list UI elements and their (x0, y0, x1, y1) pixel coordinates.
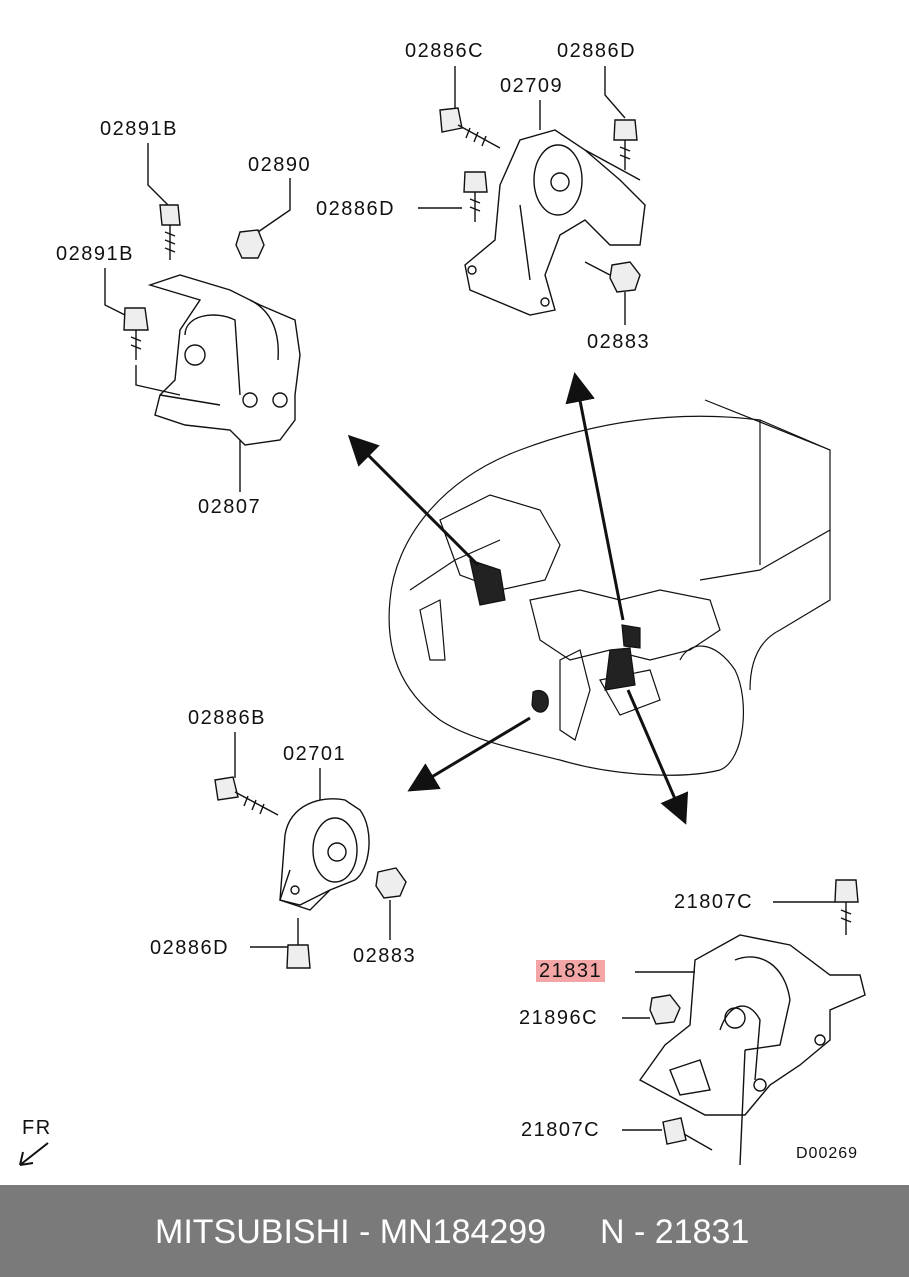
part-label-02890: 02890 (248, 154, 312, 176)
bolt-21807C-a (834, 879, 859, 935)
part-label-02891B-a: 02891B (100, 118, 178, 140)
footer-bar: MITSUBISHI - MN184299 N - 21831 (0, 1185, 909, 1277)
part-label-02807: 02807 (198, 496, 262, 518)
nut-02883-top (609, 261, 641, 293)
part-label-02701: 02701 (283, 743, 347, 765)
bolt-02886C (439, 107, 501, 149)
leader-arrows (347, 372, 689, 825)
bolt-02891B-a (159, 204, 181, 260)
part-label-02886D-mid: 02886D (316, 198, 396, 220)
part-label-02886D-bot: 02886D (150, 937, 230, 959)
front-direction-arrow (19, 1142, 49, 1166)
nut-02890 (235, 229, 265, 259)
diagram-code: D00269 (796, 1145, 859, 1162)
bolt-02886D-top (613, 119, 638, 170)
direction-label: FR (22, 1117, 52, 1139)
mount-02701-drawing (214, 732, 407, 969)
mount-02709-drawing (418, 66, 646, 325)
part-label-21831-highlighted: 21831 (536, 960, 606, 982)
bolt-02891B-b (123, 307, 149, 360)
bolt-02886B (214, 776, 279, 816)
part-label-02883-bot: 02883 (353, 945, 417, 967)
bolt-02886D-bot (286, 918, 311, 969)
vehicle-engine-bay (388, 399, 831, 776)
part-label-02886D-top: 02886D (557, 40, 637, 62)
nut-02883-bot (375, 867, 407, 899)
highlighted-part-number: 21831 (536, 960, 606, 982)
part-label-02891B-b: 02891B (56, 243, 134, 265)
mount-21831-drawing (622, 879, 866, 1166)
footer-reference: N - 21831 (600, 1213, 750, 1251)
bolt-21807C-b (662, 1117, 713, 1151)
mount-02807-drawing (104, 143, 301, 492)
part-label-21896C: 21896C (519, 1007, 599, 1029)
part-label-02709: 02709 (500, 75, 564, 97)
part-label-21807C-a: 21807C (674, 891, 754, 913)
diagram-drawing (19, 66, 866, 1166)
part-label-02883-top: 02883 (587, 331, 651, 353)
part-label-02886C: 02886C (405, 40, 485, 62)
bolt-02886D-mid (463, 171, 488, 222)
nut-21896C (649, 994, 681, 1025)
part-label-02886B: 02886B (188, 707, 266, 729)
part-label-21807C-b: 21807C (521, 1119, 601, 1141)
parts-diagram: 02886C 02886D 02709 02891B 02890 02886D … (19, 40, 866, 1166)
footer-brand-part: MITSUBISHI - MN184299 (155, 1213, 547, 1251)
